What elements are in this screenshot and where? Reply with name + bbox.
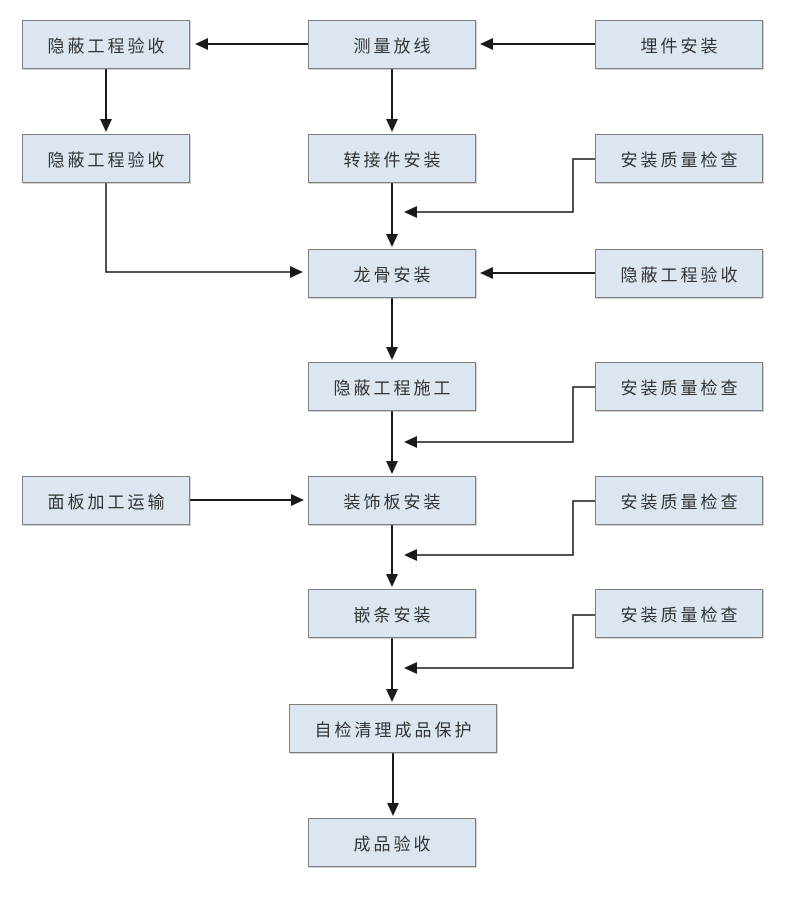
node-concealed-acceptance-left: 隐蔽工程验收 [22, 134, 190, 183]
node-label: 安装质量检查 [620, 379, 741, 398]
node-embed-install: 埋件安装 [595, 20, 763, 69]
edge-embed-to-measure [480, 38, 595, 50]
node-label: 安装质量检查 [620, 606, 741, 625]
node-label: 成品验收 [353, 835, 434, 854]
node-final-acceptance: 成品验收 [308, 818, 476, 867]
node-label: 隐蔽工程验收 [620, 266, 741, 285]
edge-adapter-to-keel [386, 183, 398, 247]
edge-concealed-top-to-concealed-left [100, 69, 112, 132]
node-label: 安装质量检查 [620, 493, 741, 512]
node-label: 自检清理成品保护 [314, 721, 475, 740]
edge-concealed-left-to-keel [105, 183, 303, 278]
node-keel-install: 龙骨安装 [308, 249, 476, 298]
node-qc-check-1: 安装质量检查 [595, 134, 763, 183]
node-concealed-acceptance-top: 隐蔽工程验收 [22, 20, 190, 69]
node-measure-layout: 测量放线 [308, 20, 476, 69]
node-label: 埋件安装 [640, 37, 721, 56]
edge-inlay-to-self-clean [386, 638, 398, 702]
node-inlay-install: 嵌条安装 [308, 589, 476, 638]
node-label: 隐蔽工程施工 [333, 379, 454, 398]
node-panel-processing: 面板加工运输 [22, 476, 190, 525]
node-adapter-install: 转接件安装 [308, 134, 476, 183]
node-qc-check-3: 安装质量检查 [595, 476, 763, 525]
node-label: 测量放线 [353, 37, 434, 56]
edge-concealed-right-to-keel [480, 267, 595, 279]
node-label: 嵌条安装 [353, 606, 434, 625]
node-qc-check-2: 安装质量检查 [595, 362, 763, 411]
edge-measure-to-adapter [386, 69, 398, 132]
node-concealed-construction: 隐蔽工程施工 [308, 362, 476, 411]
edge-keel-to-concealed-construction [386, 298, 398, 360]
node-label: 安装质量检查 [620, 151, 741, 170]
node-label: 隐蔽工程验收 [47, 151, 168, 170]
node-label: 转接件安装 [343, 151, 444, 170]
edge-panel-processing-to-decorative [190, 494, 304, 506]
node-decorative-panel-install: 装饰板安装 [308, 476, 476, 525]
node-label: 装饰板安装 [343, 493, 444, 512]
edge-self-clean-to-final [387, 753, 399, 816]
node-concealed-acceptance-right: 隐蔽工程验收 [595, 249, 763, 298]
node-self-clean-protect: 自检清理成品保护 [289, 704, 497, 753]
node-qc-check-4: 安装质量检查 [595, 589, 763, 638]
edge-decorative-to-inlay [386, 525, 398, 587]
edge-measure-to-concealed-top [195, 38, 308, 50]
edge-concealed-construction-to-decorative [386, 411, 398, 474]
node-label: 面板加工运输 [47, 493, 168, 512]
node-label: 隐蔽工程验收 [47, 37, 168, 56]
node-label: 龙骨安装 [353, 266, 434, 285]
